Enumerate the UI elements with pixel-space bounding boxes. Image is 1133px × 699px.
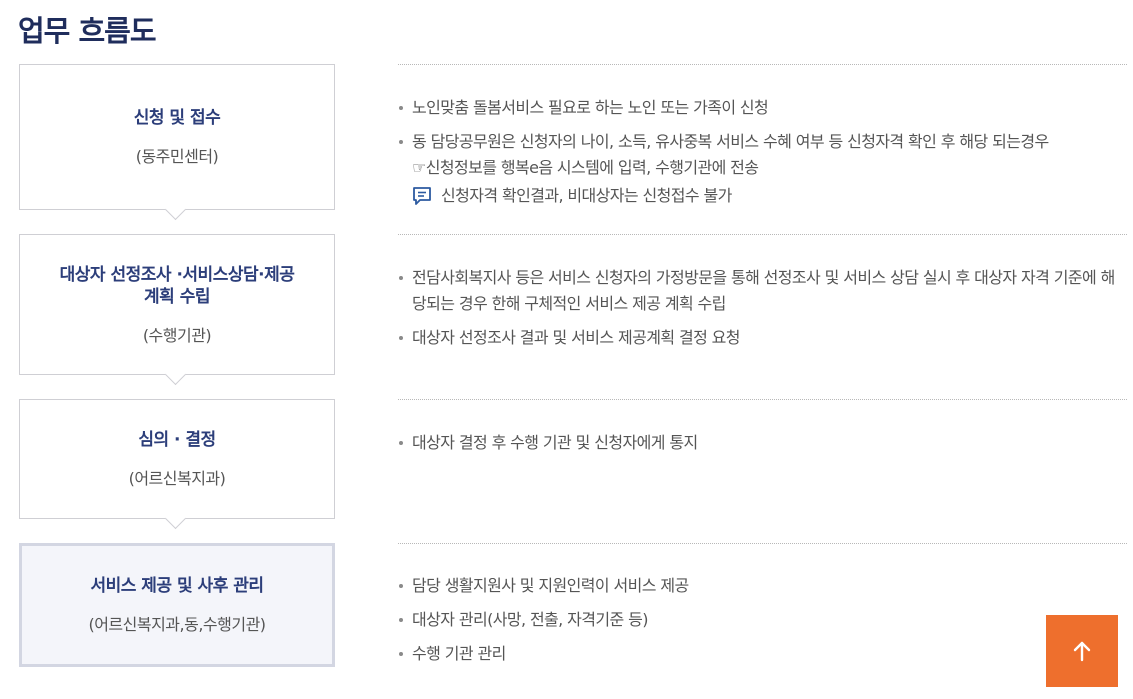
step-details-review: 대상자 결정 후 수행 기관 및 신청자에게 통지 [398,399,1127,464]
step-box-survey: 대상자 선정조사 ·서비스상담·제공계획 수립 (수행기관) [19,234,335,386]
step-details-survey: 전담사회복지사 등은 서비스 신청자의 가정방문을 통해 선정조사 및 서비스 … [398,234,1127,359]
scroll-to-top-button[interactable] [1046,615,1118,687]
step-title: 대상자 선정조사 ·서비스상담·제공계획 수립 [59,264,295,307]
step-subtitle: (어르신복지과,동,수행기관) [88,615,266,634]
step-box-service: 서비스 제공 및 사후 관리 (어르신복지과,동,수행기관) [19,543,335,667]
step-arrow [164,198,187,221]
detail-item: 전담사회복지사 등은 서비스 신청자의 가정방문을 통해 선정조사 및 서비스 … [398,265,1127,317]
detail-item: 대상자 결정 후 수행 기관 및 신청자에게 통지 [398,430,1127,456]
detail-item: 담당 생활지원사 및 지원인력이 서비스 제공 [398,573,1127,599]
step-details-application: 노인맞춤 돌봄서비스 필요로 하는 노인 또는 가족이 신청 동 담당공무원은 … [398,64,1127,209]
detail-item: 대상자 선정조사 결과 및 서비스 제공계획 결정 요청 [398,325,1127,351]
detail-item: 노인맞춤 돌봄서비스 필요로 하는 노인 또는 가족이 신청 [398,95,1127,121]
speech-bubble-icon [413,187,431,205]
detail-item: 수행 기관 관리 [398,641,1127,667]
step-subtitle: (어르신복지과) [128,469,226,488]
warning-note: 신청자격 확인결과, 비대상자는 신청접수 불가 [398,183,1127,209]
arrow-up-icon [1073,641,1091,662]
warning-text: 신청자격 확인결과, 비대상자는 신청접수 불가 [441,186,732,205]
detail-note: ☞신청정보를 행복e음 시스템에 입력, 수행기관에 전송 [412,158,759,177]
page-title: 업무 흐름도 [18,14,156,48]
step-title: 심의 · 결정 [138,430,216,450]
step-title: 서비스 제공 및 사후 관리 [90,576,264,596]
step-arrow [164,363,187,386]
step-details-service: 담당 생활지원사 및 지원인력이 서비스 제공 대상자 관리(사망, 전출, 자… [398,543,1127,675]
detail-item: 동 담당공무원은 신청자의 나이, 소득, 유사중복 서비스 수혜 여부 등 신… [398,129,1127,181]
step-subtitle: (수행기관) [142,325,212,345]
detail-text: 동 담당공무원은 신청자의 나이, 소득, 유사중복 서비스 수혜 여부 등 신… [412,132,1049,151]
step-box-review: 심의 · 결정 (어르신복지과) [19,399,335,530]
detail-item: 대상자 관리(사망, 전출, 자격기준 등) [398,607,1127,633]
step-box-application: 신청 및 접수 (동주민센터) [19,64,335,221]
step-arrow [164,507,187,530]
step-title: 신청 및 접수 [133,108,221,128]
step-subtitle: (동주민센터) [135,147,219,166]
